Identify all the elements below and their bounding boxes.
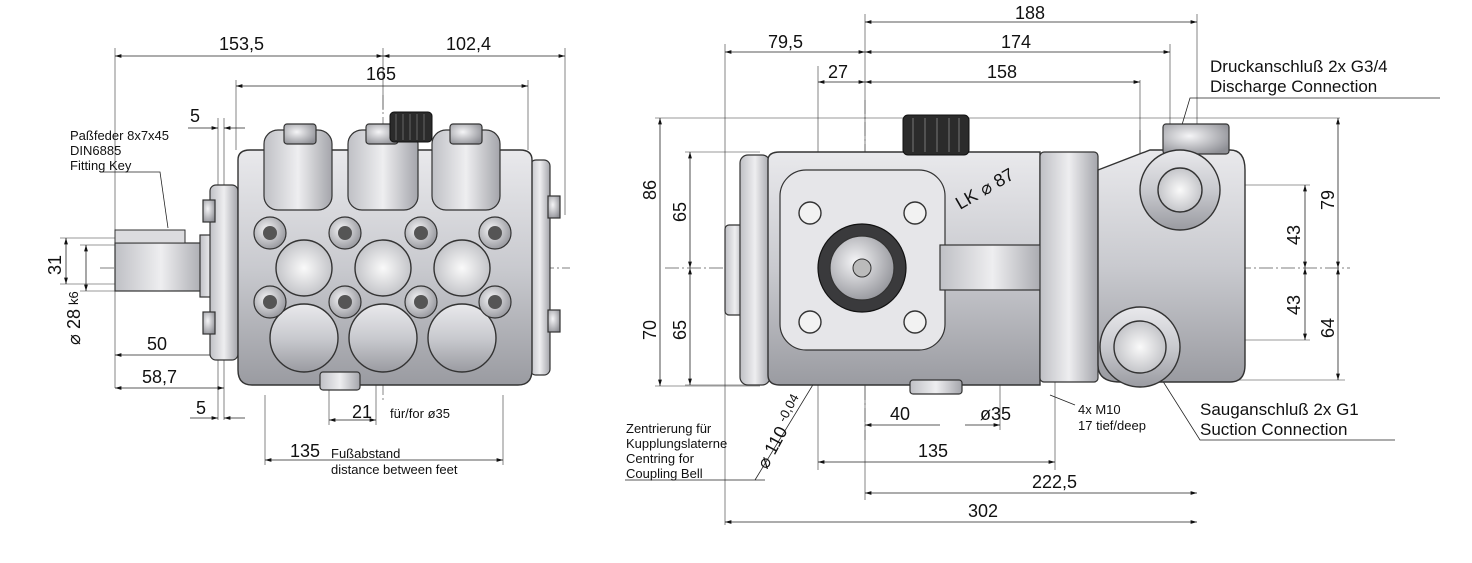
side-bolt-hole-br bbox=[903, 310, 927, 334]
centring-line3: Centring for bbox=[626, 451, 695, 466]
dim-110-tolerance: -0,04 bbox=[775, 391, 802, 424]
suction-label-de: Sauganschluß 2x G1 bbox=[1200, 400, 1359, 419]
front-right-stud-top bbox=[547, 195, 561, 219]
dim-79: 79 bbox=[1318, 190, 1338, 210]
front-socket-bolts bbox=[253, 216, 512, 319]
side-bottom-drain bbox=[909, 379, 963, 395]
side-view: 188 79,5 174 27 158 86 65 70 65 LK ⌀ 87 … bbox=[625, 3, 1440, 525]
dim-diameter-28: ⌀ 28 k6 bbox=[64, 291, 84, 345]
dim-86: 86 bbox=[640, 180, 660, 200]
dim-135-side: 135 bbox=[918, 441, 948, 461]
front-right-stud-bottom bbox=[547, 309, 561, 333]
front-right-flange bbox=[529, 159, 551, 376]
dim-58-7: 58,7 bbox=[142, 367, 177, 387]
dim-28-tolerance: k6 bbox=[66, 291, 81, 305]
feet-distance-de: Fußabstand bbox=[331, 446, 400, 461]
dim-64: 64 bbox=[1318, 318, 1338, 338]
m10-line2: 17 tief/deep bbox=[1078, 418, 1146, 433]
front-top-caps bbox=[263, 123, 501, 211]
fitting-key-line2: DIN6885 bbox=[70, 143, 121, 158]
centring-line1: Zentrierung für bbox=[626, 421, 712, 436]
front-valve-plugs bbox=[269, 239, 497, 373]
dim-188: 188 bbox=[1015, 3, 1045, 23]
side-bolt-hole-bl bbox=[798, 310, 822, 334]
side-bolt-hole-tl bbox=[798, 201, 822, 225]
dim-21: 21 bbox=[352, 402, 372, 422]
dim-28: 28 bbox=[64, 309, 84, 329]
dim-31: 31 bbox=[45, 255, 65, 275]
fitting-key-line1: Paßfeder 8x7x45 bbox=[70, 128, 169, 143]
fitting-key-line3: Fitting Key bbox=[70, 158, 132, 173]
side-shaft-center bbox=[852, 258, 872, 278]
dim-153-5: 153,5 bbox=[219, 34, 264, 54]
front-left-stud-top bbox=[202, 199, 216, 223]
front-bottom-drain bbox=[319, 371, 361, 391]
side-discharge-plug-top bbox=[1162, 123, 1230, 155]
dim-65-bottom: 65 bbox=[670, 320, 690, 340]
centring-line4: Coupling Bell bbox=[626, 466, 703, 481]
dim-165: 165 bbox=[366, 64, 396, 84]
dim-79-5: 79,5 bbox=[768, 32, 803, 52]
side-discharge-port bbox=[1157, 167, 1203, 213]
dim-70: 70 bbox=[640, 320, 660, 340]
dim-40: 40 bbox=[890, 404, 910, 424]
dim-135-front: 135 bbox=[290, 441, 320, 461]
side-spacer-block bbox=[1039, 151, 1099, 383]
discharge-label-en: Discharge Connection bbox=[1210, 77, 1377, 96]
dim-222-5: 222,5 bbox=[1032, 472, 1077, 492]
dim-43-top: 43 bbox=[1284, 225, 1304, 245]
front-shaft bbox=[114, 229, 223, 298]
centring-line2: Kupplungslaterne bbox=[626, 436, 727, 451]
suction-label-en: Suction Connection bbox=[1200, 420, 1347, 439]
dim-27: 27 bbox=[828, 62, 848, 82]
dim-diameter-110: ⌀ 110 -0,04 bbox=[753, 391, 802, 472]
for-diameter-35: für/for ø35 bbox=[390, 406, 450, 421]
dim-5-bottom: 5 bbox=[196, 398, 206, 418]
dim-174: 174 bbox=[1001, 32, 1031, 52]
front-left-stud-bottom bbox=[202, 311, 216, 335]
side-coupling-flange bbox=[739, 154, 771, 386]
discharge-label-de: Druckanschluß 2x G3/4 bbox=[1210, 57, 1388, 76]
side-oil-cap bbox=[902, 114, 970, 156]
dim-43-bottom: 43 bbox=[1284, 295, 1304, 315]
dim-102-4: 102,4 bbox=[446, 34, 491, 54]
dim-50: 50 bbox=[147, 334, 167, 354]
dim-28-prefix: ⌀ bbox=[64, 334, 84, 345]
dim-5-top: 5 bbox=[190, 106, 200, 126]
front-dimension-lines bbox=[64, 54, 565, 462]
dim-65-top: 65 bbox=[670, 202, 690, 222]
dim-ø35: ø35 bbox=[980, 404, 1011, 424]
dim-158: 158 bbox=[987, 62, 1017, 82]
side-plunger-section bbox=[939, 244, 1046, 291]
dim-302: 302 bbox=[968, 501, 998, 521]
m10-line1: 4x M10 bbox=[1078, 402, 1121, 417]
feet-distance-en: distance between feet bbox=[331, 462, 458, 477]
front-oil-cap bbox=[389, 111, 433, 143]
side-bolt-hole-tr bbox=[903, 201, 927, 225]
front-view: 153,5 102,4 165 5 Paßfeder 8x7x45 DIN688… bbox=[45, 34, 570, 477]
side-suction-port bbox=[1113, 320, 1167, 374]
